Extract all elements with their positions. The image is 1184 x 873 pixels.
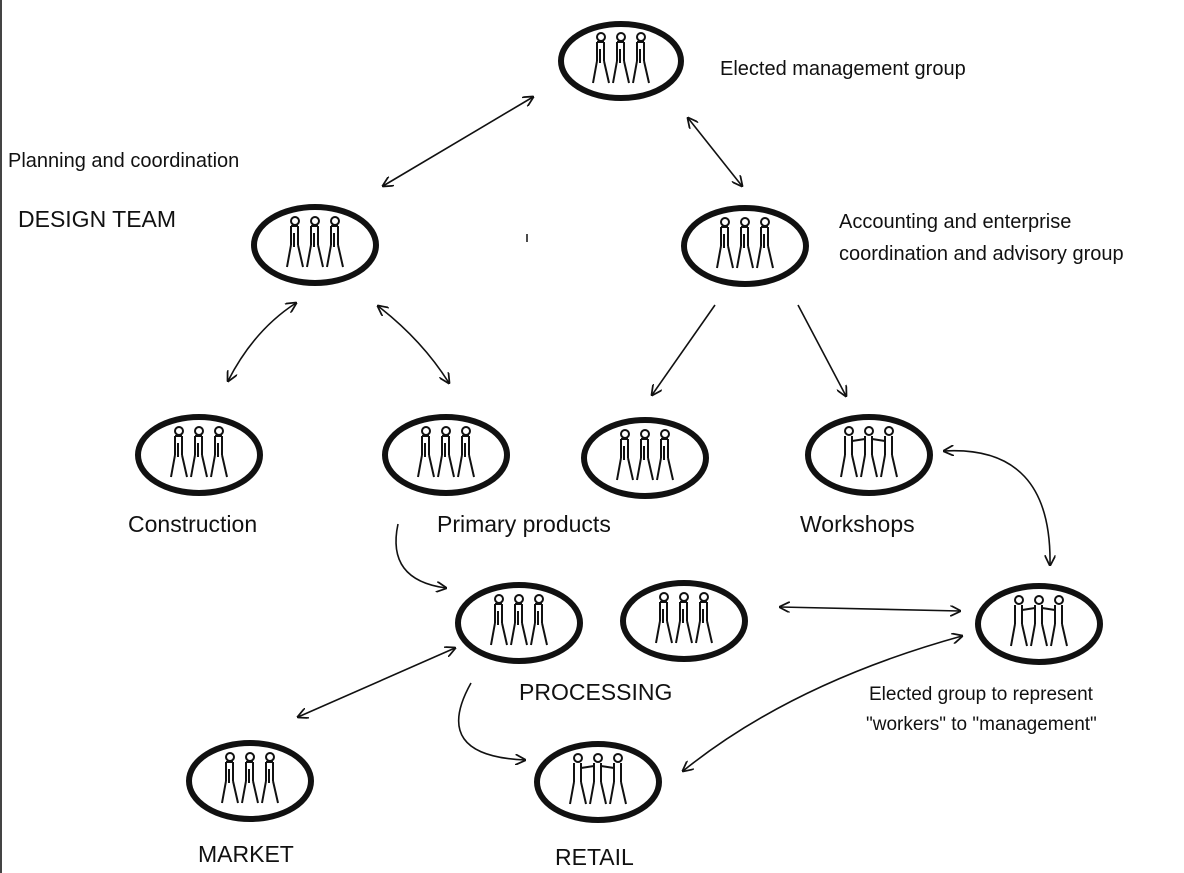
- arrow-processing-retail: [457, 682, 525, 760]
- label-retail: RETAIL: [555, 844, 634, 870]
- three-people-icon: [171, 427, 227, 477]
- group-primary-products: [382, 414, 510, 496]
- page-edge-rule: [0, 0, 2, 873]
- label-primary-products: Primary products: [437, 511, 611, 537]
- group-management: [558, 21, 684, 101]
- arrow-management-accounting: [688, 118, 742, 186]
- three-people-icon: [656, 593, 712, 643]
- group-workshops: [805, 414, 933, 496]
- group-workers-rep: [975, 583, 1103, 665]
- arrow-primary-processing: [395, 523, 446, 588]
- label-market: MARKET: [198, 841, 294, 867]
- label-workshops: Workshops: [800, 511, 915, 537]
- arrow-market-processing: [298, 648, 455, 717]
- arrow-retail-workers: [683, 636, 962, 771]
- arrow-accounting-unlabeled: [652, 304, 716, 395]
- arrow-processing-workers: [780, 607, 960, 611]
- arrow-design-management: [383, 97, 533, 186]
- group-construction: [135, 414, 263, 496]
- three-people-icon: [717, 218, 773, 268]
- arrow-design-primary: [378, 306, 449, 383]
- label-workers-rep-line2: "workers" to "management": [866, 714, 1097, 735]
- group-design-team: [251, 204, 379, 286]
- label-elected-management: Elected management group: [720, 58, 966, 80]
- label-design-team: DESIGN TEAM: [18, 206, 177, 232]
- three-people-icon: [287, 217, 343, 267]
- three-people-holding-hands-icon: [841, 427, 897, 477]
- three-people-icon: [491, 595, 547, 645]
- label-processing: PROCESSING: [519, 679, 673, 705]
- group-processing-b: [620, 580, 748, 662]
- three-people-icon: [418, 427, 474, 477]
- three-people-icon: [222, 753, 278, 803]
- label-accounting-line1: Accounting and enterprise: [839, 211, 1072, 233]
- arrow-design-construction: [228, 303, 296, 381]
- group-market: [186, 740, 314, 822]
- three-people-icon: [617, 430, 673, 480]
- arrow-workshops-workers: [944, 451, 1050, 565]
- label-planning: Planning and coordination: [8, 150, 240, 172]
- three-people-holding-hands-icon: [1011, 596, 1067, 646]
- group-processing-a: [455, 582, 583, 664]
- label-accounting-line2: coordination and advisory group: [839, 243, 1124, 265]
- group-unlabeled: [581, 417, 709, 499]
- three-people-icon: [593, 33, 649, 83]
- group-accounting: [681, 205, 809, 287]
- arrow-accounting-workshops: [797, 304, 846, 396]
- group-retail: [534, 741, 662, 823]
- three-people-holding-hands-icon: [570, 754, 626, 804]
- label-workers-rep-line1: Elected group to represent: [869, 684, 1093, 705]
- label-construction: Construction: [128, 511, 258, 537]
